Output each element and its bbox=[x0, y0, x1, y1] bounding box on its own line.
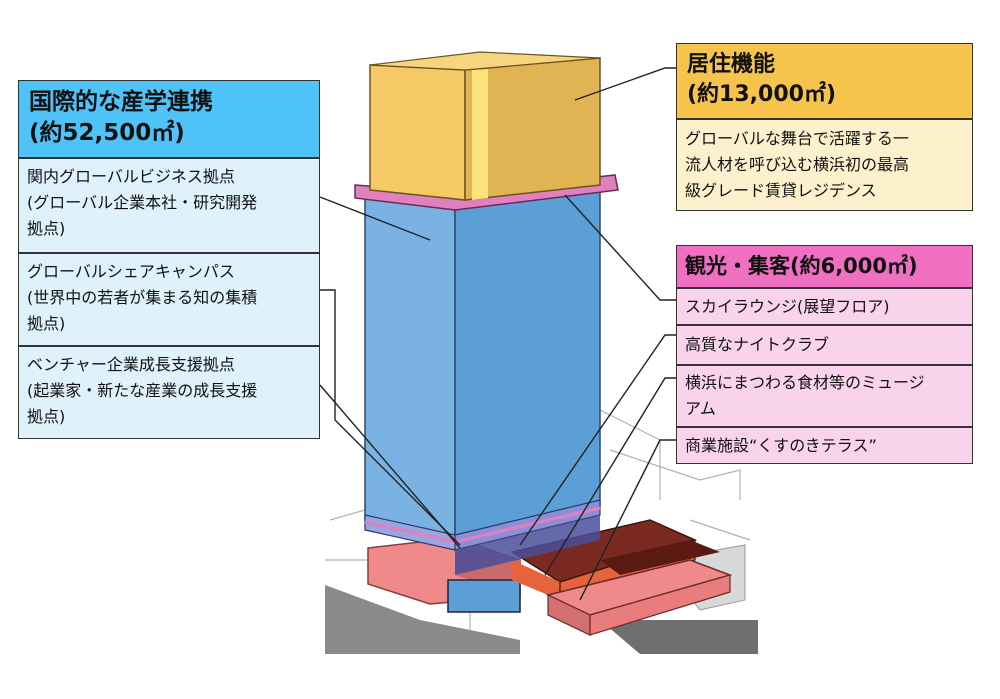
residential-panel-description: グローバルな舞台で活躍する一 流人材を呼び込む横浜初の最高 級グレード賃貸レジデ… bbox=[676, 119, 973, 211]
left-panel-item: グローバルシェアキャンパス (世界中の若者が集まる知の集積 拠点) bbox=[18, 253, 320, 346]
left-panel-item-text: グローバルシェアキャンパス (世界中の若者が集まる知の集積 拠点) bbox=[27, 262, 258, 333]
tower bbox=[364, 184, 601, 575]
residential-panel-description-text: グローバルな舞台で活躍する一 流人材を呼び込む横浜初の最高 級グレード賃貸レジデ… bbox=[685, 129, 910, 200]
tourism-panel-item: 商業施設“くすのきテラス” bbox=[676, 427, 973, 464]
leader-lines bbox=[319, 67, 676, 601]
tourism-panel-item: 横浜にまつわる食材等のミュージ アム bbox=[676, 365, 973, 427]
tourism-panel-item-text: 横浜にまつわる食材等のミュージ アム bbox=[685, 373, 925, 418]
tourism-panel-item-text: 商業施設“くすのきテラス” bbox=[685, 436, 877, 455]
left-panel-item: 関内グローバルビジネス拠点 (グローバル企業本社・研究開発 拠点) bbox=[18, 158, 320, 253]
left-panel-item-text: ベンチャー企業成長支援拠点 (起業家・新たな産業の成長支援 拠点) bbox=[27, 355, 258, 426]
left-panel-item: ベンチャー企業成長支援拠点 (起業家・新たな産業の成長支援 拠点) bbox=[18, 346, 320, 439]
road-dark-area bbox=[325, 585, 520, 654]
tourism-panel-item-text: スカイラウンジ(展望フロア) bbox=[685, 297, 890, 316]
residential-panel-heading: 居住機能 (約13,000㎡) bbox=[676, 43, 973, 119]
left-panel-item-text: 関内グローバルビジネス拠点 (グローバル企業本社・研究開発 拠点) bbox=[27, 167, 258, 238]
residential-top bbox=[369, 51, 601, 201]
road-dark-area bbox=[600, 620, 758, 654]
left-panel-heading: 国際的な産学連携 (約52,500㎡) bbox=[18, 80, 320, 158]
tourism-panel-item: スカイラウンジ(展望フロア) bbox=[676, 288, 973, 325]
tourism-panel-item: 高質なナイトクラブ bbox=[676, 325, 973, 365]
tourism-panel-item-text: 高質なナイトクラブ bbox=[685, 335, 830, 354]
tourism-panel-heading: 観光・集客(約6,000㎡) bbox=[676, 245, 973, 288]
